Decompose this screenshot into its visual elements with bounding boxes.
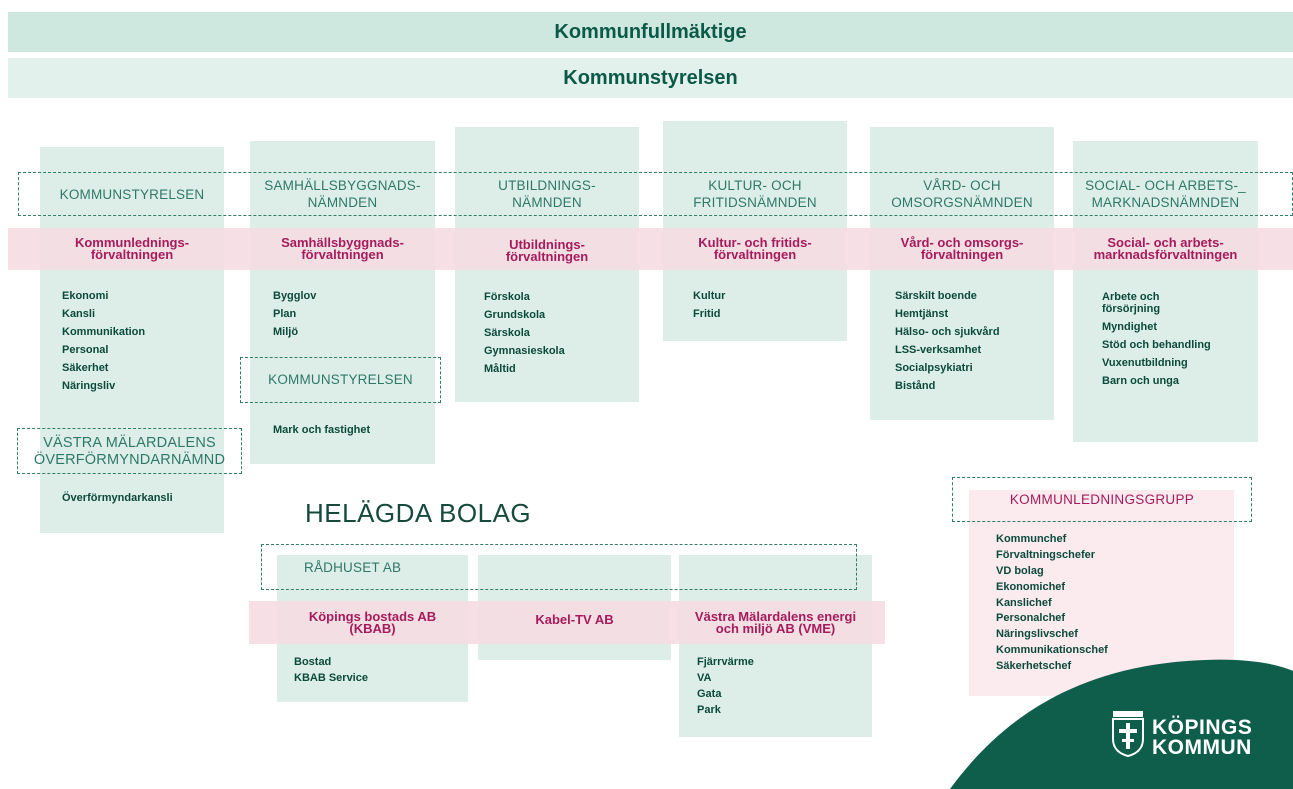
- list-item: VD bolag: [996, 564, 1044, 577]
- logo-line1: KÖPINGS: [1152, 716, 1253, 739]
- list-item: Säkerhet: [62, 362, 109, 374]
- list-vme: Fjärrvärme VA Gata Park: [697, 656, 857, 720]
- list-item: försörjning: [1102, 303, 1161, 315]
- list-item: Myndighet: [1102, 321, 1157, 333]
- list-item: Näringslivschef: [996, 628, 1078, 641]
- list-item: Kultur: [693, 290, 726, 302]
- list-item: Måltid: [484, 363, 516, 375]
- logo-text: KÖPINGS KOMMUN: [1152, 716, 1253, 759]
- list-item: Ekonomichef: [996, 580, 1066, 593]
- kommunfullmaktige-band: Kommunfullmäktige: [8, 12, 1293, 52]
- municipal-crest-icon: [1112, 711, 1144, 757]
- list-item: Särskilt boende: [895, 290, 977, 302]
- list-item: Miljö: [273, 326, 299, 338]
- list-item: Gymnasieskola: [484, 345, 565, 357]
- list-item: Ekonomi: [62, 290, 109, 302]
- list-item: Kommunikationschef: [996, 644, 1108, 657]
- namnd-kommunstyrelsen: KOMMUNSTYRELSEN: [59, 187, 205, 202]
- forvaltning-vard: Vård- och omsorgs-förvaltningen: [900, 235, 1024, 262]
- sub-kommunstyrelsen-frame: KOMMUNSTYRELSEN: [240, 357, 441, 403]
- kommunfullmaktige-title: Kommunfullmäktige: [554, 20, 747, 43]
- list-item: Gata: [697, 688, 722, 700]
- radhuset-frame: RÅDHUSET AB: [261, 544, 857, 590]
- column-social-bg: [1073, 141, 1258, 442]
- list-item: Personalchef: [996, 612, 1066, 625]
- list-item: Bostad: [294, 656, 332, 668]
- helagda-bolag-title: HELÄGDA BOLAG: [305, 498, 532, 528]
- list-kommunledning: Ekonomi Kansli Kommunikation Personal Sä…: [62, 290, 222, 398]
- namnd-social: SOCIAL- OCH ARBETS-_MARKNADSNÄMNDEN: [1085, 178, 1246, 210]
- forvaltning-utbildning: Utbildnings-förvaltningen: [505, 237, 589, 264]
- list-item: Barn och unga: [1102, 375, 1180, 387]
- namnd-samhallsbyggnad: SAMHÄLLSBYGGNADS-NÄMNDEN: [264, 178, 421, 210]
- list-social: Arbete och försörjning Myndighet Stöd oc…: [1102, 291, 1252, 393]
- list-item: LSS-verksamhet: [895, 344, 982, 356]
- company-vme-bg: [679, 555, 872, 737]
- forvaltning-band: [8, 228, 1293, 270]
- overformyndare-frame: VÄSTRA MÄLARDALENS ÖVERFÖRMYNDARNÄMND: [17, 428, 242, 474]
- list-vard: Särskilt boende Hemtjänst Hälso- och sju…: [895, 290, 1050, 398]
- forvaltning-social: Social- och arbets-marknadsförvaltningen: [1093, 235, 1238, 262]
- list-item: Stöd och behandling: [1102, 339, 1211, 351]
- list-item: Plan: [273, 308, 297, 320]
- kommunstyrelsen-band: Kommunstyrelsen: [8, 58, 1293, 98]
- list-item: Kommunikation: [62, 326, 146, 338]
- list-item: Förskola: [484, 291, 530, 303]
- list-kultur: Kultur Fritid: [693, 290, 833, 326]
- list-item: Särskola: [484, 327, 530, 339]
- forvaltning-kultur: Kultur- och fritids-förvaltningen: [698, 235, 812, 262]
- bolag-band: [249, 601, 885, 644]
- logo-corner-shape: [950, 659, 1293, 789]
- list-item: KBAB Service: [294, 672, 368, 684]
- list-item: Arbete och: [1102, 291, 1160, 303]
- list-item: Bistånd: [895, 380, 936, 392]
- list-samhallsbyggnad: Bygglov Plan Miljö: [273, 290, 433, 344]
- list-item: Förvaltningschefer: [996, 548, 1096, 561]
- list-item: Kommunchef: [996, 533, 1067, 545]
- list-kbab: Bostad KBAB Service: [294, 656, 454, 688]
- ledningsgrupp-frame: KOMMUNLEDNINGSGRUPP: [952, 477, 1252, 522]
- company-kabeltv-name: Kabel-TV AB: [535, 612, 614, 627]
- kommunstyrelsen-title: Kommunstyrelsen: [563, 66, 738, 89]
- list-item: Socialpsykiatri: [895, 362, 973, 374]
- list-item: Kansli: [62, 308, 96, 320]
- list-item: Näringsliv: [62, 380, 116, 392]
- radhuset-label: RÅDHUSET AB: [304, 560, 402, 575]
- list-item: Personal: [62, 344, 109, 356]
- list-overformyndare: Överförmyndarkansli: [62, 492, 222, 510]
- list-item: Kanslichef: [996, 596, 1052, 609]
- list-item: Bygglov: [273, 290, 317, 302]
- column-kommunstyrelsen-bg: [40, 147, 224, 533]
- logo-line2: KOMMUN: [1152, 736, 1252, 759]
- list-item: Grundskola: [484, 309, 546, 321]
- namnd-utbildning: UTBILDNINGS-NÄMNDEN: [498, 178, 596, 210]
- company-kbab-name: Köpings bostads AB(KBAB): [308, 609, 437, 636]
- list-mark-fastighet: Mark och fastighet: [273, 424, 433, 442]
- column-samhallsbyggnad-bg: [250, 141, 435, 464]
- forvaltning-samhallsbyggnad: Samhällsbyggnads-förvaltningen: [281, 235, 404, 262]
- list-ledningsgrupp: Kommunchef Förvaltningschefer VD bolag E…: [996, 533, 1196, 676]
- ledningsgrupp-label: KOMMUNLEDNINGSGRUPP: [1009, 492, 1195, 507]
- list-item: Överförmyndarkansli: [62, 492, 173, 504]
- list-item: VA: [697, 672, 712, 684]
- list-item: Hemtjänst: [895, 308, 949, 320]
- list-utbildning: Förskola Grundskola Särskola Gymnasiesko…: [484, 291, 634, 381]
- list-item: Fritid: [693, 308, 721, 320]
- sub-kommunstyrelsen-label: KOMMUNSTYRELSEN: [268, 372, 413, 387]
- column-vard-bg: [870, 127, 1054, 420]
- forvaltning-kommunledning: Kommunlednings-förvaltningen: [74, 235, 190, 262]
- list-item: Mark och fastighet: [273, 424, 371, 436]
- list-item: Vuxenutbildning: [1102, 357, 1188, 369]
- list-item: Hälso- och sjukvård: [895, 326, 1000, 338]
- list-item: Fjärrvärme: [697, 656, 754, 668]
- list-item: Park: [697, 704, 721, 716]
- list-item: Säkerhetschef: [996, 660, 1072, 673]
